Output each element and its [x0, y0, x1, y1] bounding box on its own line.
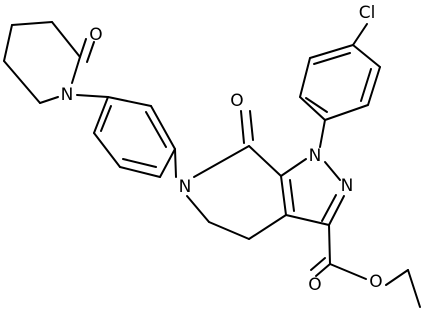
atom-label-o-ester-ether: O — [369, 272, 382, 292]
atom-label-n-lactam: N — [179, 177, 192, 197]
bond-c4-c3a — [248, 214, 287, 240]
bond-c3-c4 — [11, 21, 53, 26]
bond-ph-3 — [93, 96, 109, 134]
atom-label-n2-pyrazole: N — [341, 176, 354, 196]
bond-ph-1 — [150, 105, 176, 150]
bond-n2-c3 — [328, 195, 345, 226]
bond-c3a-c7a — [280, 175, 287, 216]
bond-ph-5-in — [122, 158, 157, 168]
bond-clph-5 — [367, 66, 381, 106]
bond-c7-o-a — [240, 110, 245, 144]
bond-n2-c3-in — [321, 194, 337, 222]
bond-ch2-ch3 — [407, 269, 421, 308]
bond-ph-5 — [119, 166, 161, 178]
bond-clph-1 — [309, 44, 354, 59]
bond-ph-4 — [93, 132, 121, 168]
bond-oether-ch2 — [385, 269, 409, 286]
bond-pip-co-a — [79, 38, 87, 58]
bond-npip-c2 — [71, 56, 81, 84]
atom-label-o-ester-carbonyl: O — [308, 275, 321, 295]
bond-nlactam-c5 — [186, 195, 210, 223]
bond-cester-o-a — [315, 263, 331, 277]
bond-c7-nlactam — [193, 145, 250, 178]
atom-label-layer: Cl O N O N N N O O — [61, 3, 383, 295]
bond-c2-c3 — [51, 21, 81, 58]
bond-ph-3-in — [100, 105, 112, 132]
bond-clph-3 — [299, 96, 326, 121]
bond-layer — [3, 21, 421, 308]
atom-label-cl: Cl — [359, 3, 376, 23]
bond-clph-5-in — [360, 68, 372, 102]
bond-n1-n2 — [324, 161, 341, 181]
bond-ph-2 — [107, 96, 152, 107]
atom-label-o-lactam: O — [230, 91, 243, 111]
bond-c5-c6 — [3, 60, 41, 104]
bond-c7a-c7 — [248, 145, 282, 177]
bond-cester-o-b — [310, 257, 326, 271]
bond-n1-aryl — [319, 119, 326, 148]
bond-c7-o-b — [249, 110, 254, 141]
bond-c3a-c7a-in — [289, 179, 295, 212]
bond-clph-2 — [299, 57, 311, 98]
bond-pip-co-b — [86, 41, 95, 63]
atom-label-n1-pyrazole: N — [309, 146, 322, 166]
bond-ph-npip — [76, 94, 109, 98]
bond-cl-c — [352, 23, 368, 46]
bond-clph-1-in — [313, 52, 351, 65]
bond-nlactam-ph — [174, 148, 177, 178]
bond-c6-npip — [39, 96, 59, 104]
bond-c3-cester — [328, 224, 331, 265]
atom-label-o-piperidinone: O — [89, 25, 102, 45]
bond-clph-6 — [352, 44, 381, 68]
bond-cester-oether — [329, 263, 367, 280]
bond-c3-c3a — [285, 214, 330, 226]
bond-n1-c7a — [280, 158, 307, 177]
bond-c4-c5 — [3, 24, 13, 62]
bond-ph-6 — [159, 148, 176, 178]
bond-c5-c4 — [208, 221, 250, 240]
bond-clph-3-in — [305, 97, 328, 113]
bond-ph-1-in — [145, 111, 167, 148]
bond-clph-4 — [324, 104, 369, 121]
atom-label-n-piperidinone: N — [61, 85, 74, 105]
